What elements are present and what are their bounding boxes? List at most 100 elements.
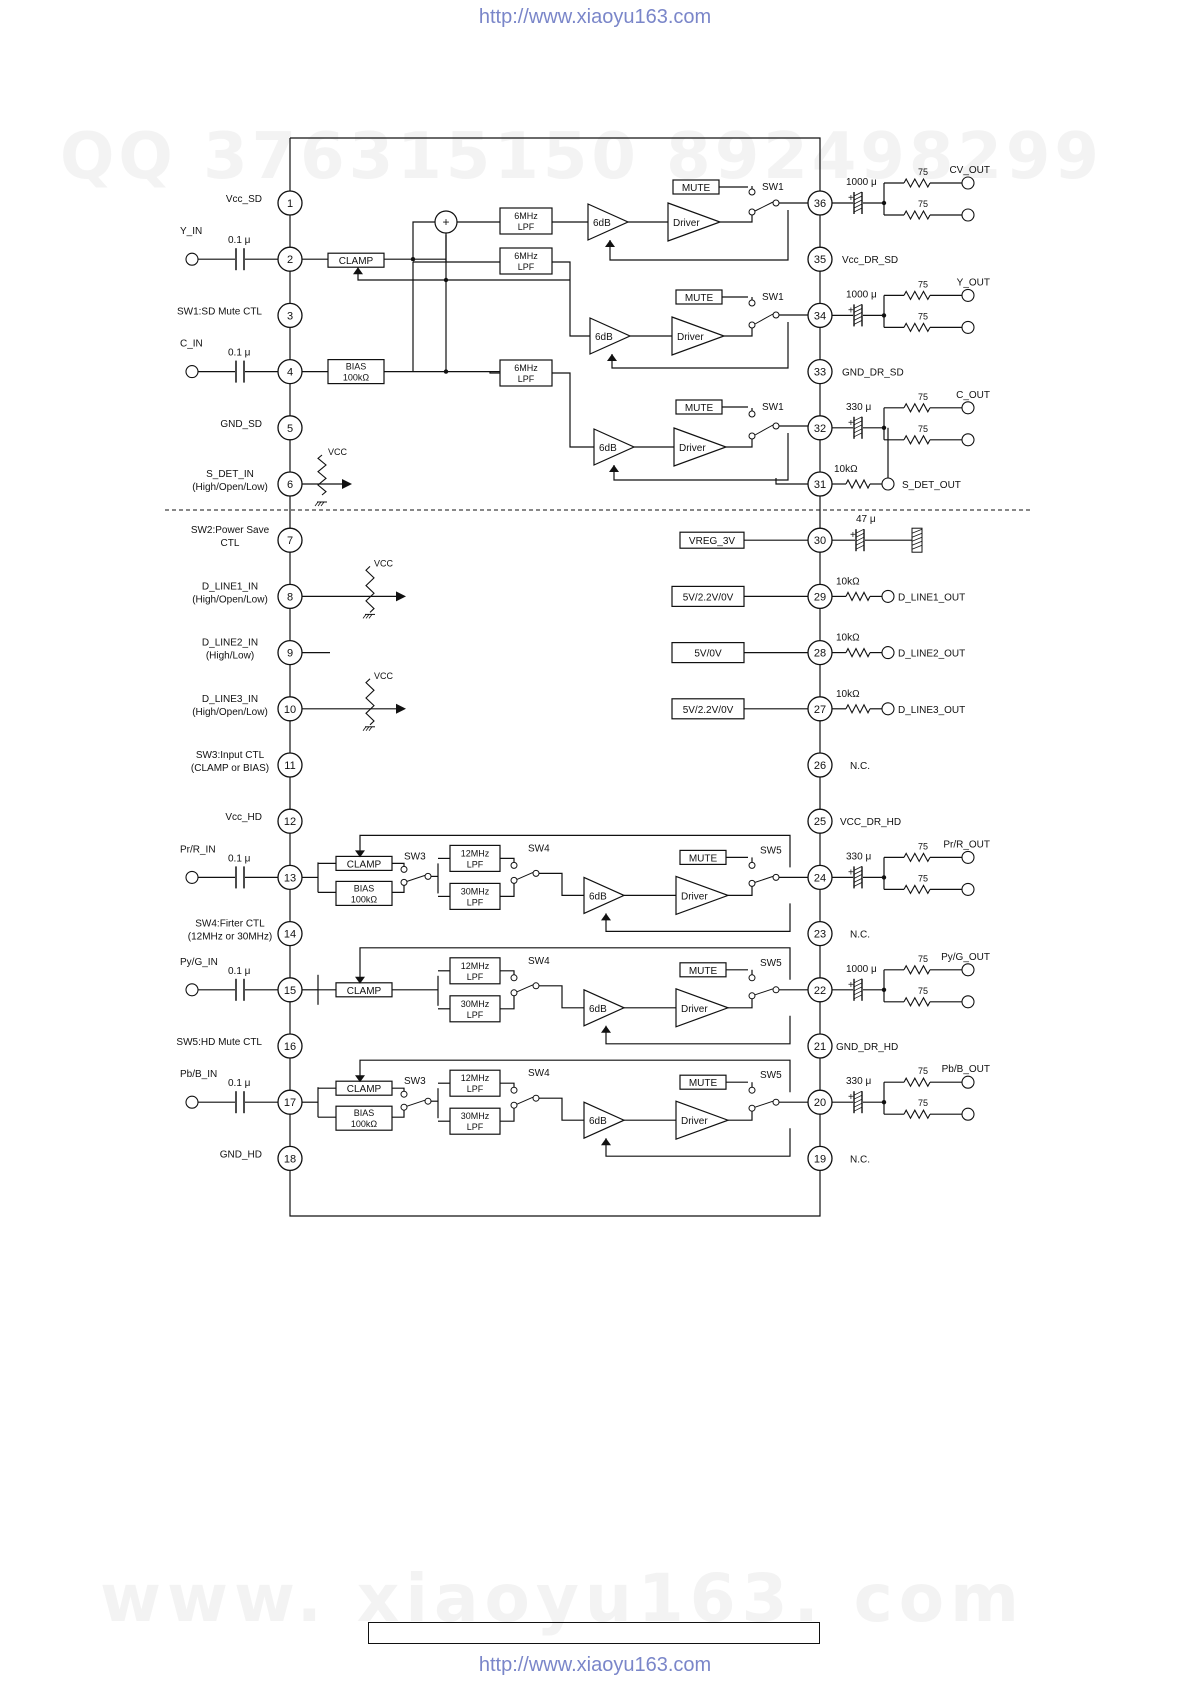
driver-cv-text: Driver	[673, 218, 700, 229]
pin-5-number: 5	[287, 423, 293, 435]
resistor	[903, 177, 931, 189]
capacitor-hatch	[853, 424, 863, 430]
pin-31-number: 31	[814, 479, 826, 491]
pin-26	[807, 752, 833, 778]
resistor	[317, 454, 327, 496]
pin-label-9: D_LINE2_IN	[202, 638, 258, 649]
capacitor-hatch	[853, 874, 863, 879]
cap-label-15: 0.1 μ	[228, 966, 251, 977]
switch-contact	[400, 878, 408, 886]
sw5-17: SW5	[760, 1070, 782, 1081]
junction-dot	[881, 1100, 887, 1105]
switch-blade	[754, 201, 774, 212]
arrow-up	[605, 240, 615, 247]
ground-cap-hatch	[911, 532, 923, 538]
pin-2-number: 2	[287, 254, 293, 266]
wires	[198, 137, 962, 1217]
gain-17-text: 6dB	[589, 1116, 607, 1127]
wire	[726, 436, 753, 448]
pin-label-25: VCC_DR_HD	[840, 817, 901, 828]
wire	[605, 1015, 791, 1045]
wire	[539, 1097, 584, 1121]
res-10k-27: 10kΩ	[836, 689, 860, 700]
lpf-12mhz-13-text: 12MHz	[461, 848, 490, 858]
lpf-12mhz-13-text2: LPF	[467, 859, 484, 869]
resistor	[845, 647, 871, 658]
capacitor-hatch	[853, 203, 863, 209]
sw5-13: SW5	[760, 845, 782, 856]
cap-label-36: 1000 μ	[846, 177, 877, 188]
pin-7-number: 7	[287, 535, 293, 547]
out-terminal-hd15	[961, 963, 975, 977]
wire	[392, 883, 405, 894]
wire	[539, 985, 584, 1009]
lpf-6mhz-cv-text2: LPF	[518, 222, 535, 232]
cap-gap	[235, 247, 245, 272]
res-10k-28: 10kΩ	[836, 633, 860, 644]
lpf-12mhz-17	[449, 1069, 501, 1097]
bias-sd-text: BIAS	[346, 362, 367, 372]
capacitor-hatch	[853, 199, 863, 205]
driver-cv	[667, 202, 722, 242]
junction-dot	[881, 987, 887, 992]
watermark-qq: QQ 376315150 892498299	[60, 120, 1103, 194]
wire	[412, 221, 435, 260]
bias-sd	[327, 359, 385, 385]
wire	[500, 1082, 515, 1089]
pin-17-number: 17	[284, 1097, 296, 1109]
pin-label-28: D_LINE2_OUT	[898, 649, 965, 660]
pin-30-number: 30	[814, 535, 826, 547]
pin-19-number: 19	[814, 1153, 826, 1165]
ground-cap-hatch	[911, 528, 923, 534]
cap-gap	[235, 359, 245, 384]
res-label2-32: 75	[918, 424, 928, 434]
pin-6-number: 6	[287, 479, 293, 491]
res-label-34: 75	[918, 279, 928, 289]
pin-1	[277, 190, 303, 216]
pin-3-number: 3	[287, 310, 293, 322]
clamp-15	[335, 982, 393, 998]
dline-box-28	[671, 641, 745, 664]
lpf-6mhz-c-text: 6MHz	[514, 363, 538, 373]
pin-26-number: 26	[814, 760, 826, 772]
cap-label-hd13: 330 μ	[846, 851, 871, 862]
pin-24-number: 24	[814, 872, 826, 884]
wire	[500, 1106, 515, 1122]
dline-box-29-text: 5V/2.2V/0V	[683, 592, 734, 603]
mute-13	[679, 849, 727, 866]
gain-c-text: 6dB	[599, 443, 617, 454]
out-terminal-hd17	[961, 1075, 975, 1089]
wire	[605, 903, 791, 933]
switch-contact	[748, 410, 756, 418]
pin-27	[807, 696, 833, 722]
pin-20	[807, 1089, 833, 1115]
pin-16-number: 16	[284, 1041, 296, 1053]
pin-label-29: D_LINE1_OUT	[898, 592, 965, 603]
footer-url[interactable]: http://www.xiaoyu163.com	[478, 1654, 712, 1676]
shapes	[165, 176, 1030, 1172]
switch-contact	[510, 1086, 518, 1094]
switch-blade	[516, 1096, 534, 1105]
out-label-32: C_OUT	[956, 390, 990, 401]
wire	[609, 210, 789, 261]
pin-21	[807, 1033, 833, 1059]
switch-contact	[748, 879, 756, 887]
mute-17	[679, 1074, 727, 1090]
gain-cv-text: 6dB	[593, 218, 611, 229]
capacitor-hatch	[853, 316, 863, 321]
vcc-label-10: VCC	[374, 671, 394, 681]
cap-plus: +	[848, 305, 854, 316]
gain-c	[593, 428, 636, 466]
lpf-12mhz-17-text2: LPF	[467, 1084, 484, 1094]
gain-17	[583, 1101, 626, 1140]
switch-contact	[400, 1103, 408, 1111]
header-url[interactable]: http://www.xiaoyu163.com	[478, 6, 712, 28]
pin-label-4: C_IN	[180, 339, 203, 350]
wire	[552, 261, 590, 337]
pin-label-12: Vcc_HD	[225, 812, 262, 823]
pin-35-number: 35	[814, 254, 826, 266]
resistor	[845, 478, 871, 490]
arrow-down	[355, 1075, 365, 1083]
resistor	[903, 290, 931, 301]
switch-contact	[772, 873, 780, 881]
